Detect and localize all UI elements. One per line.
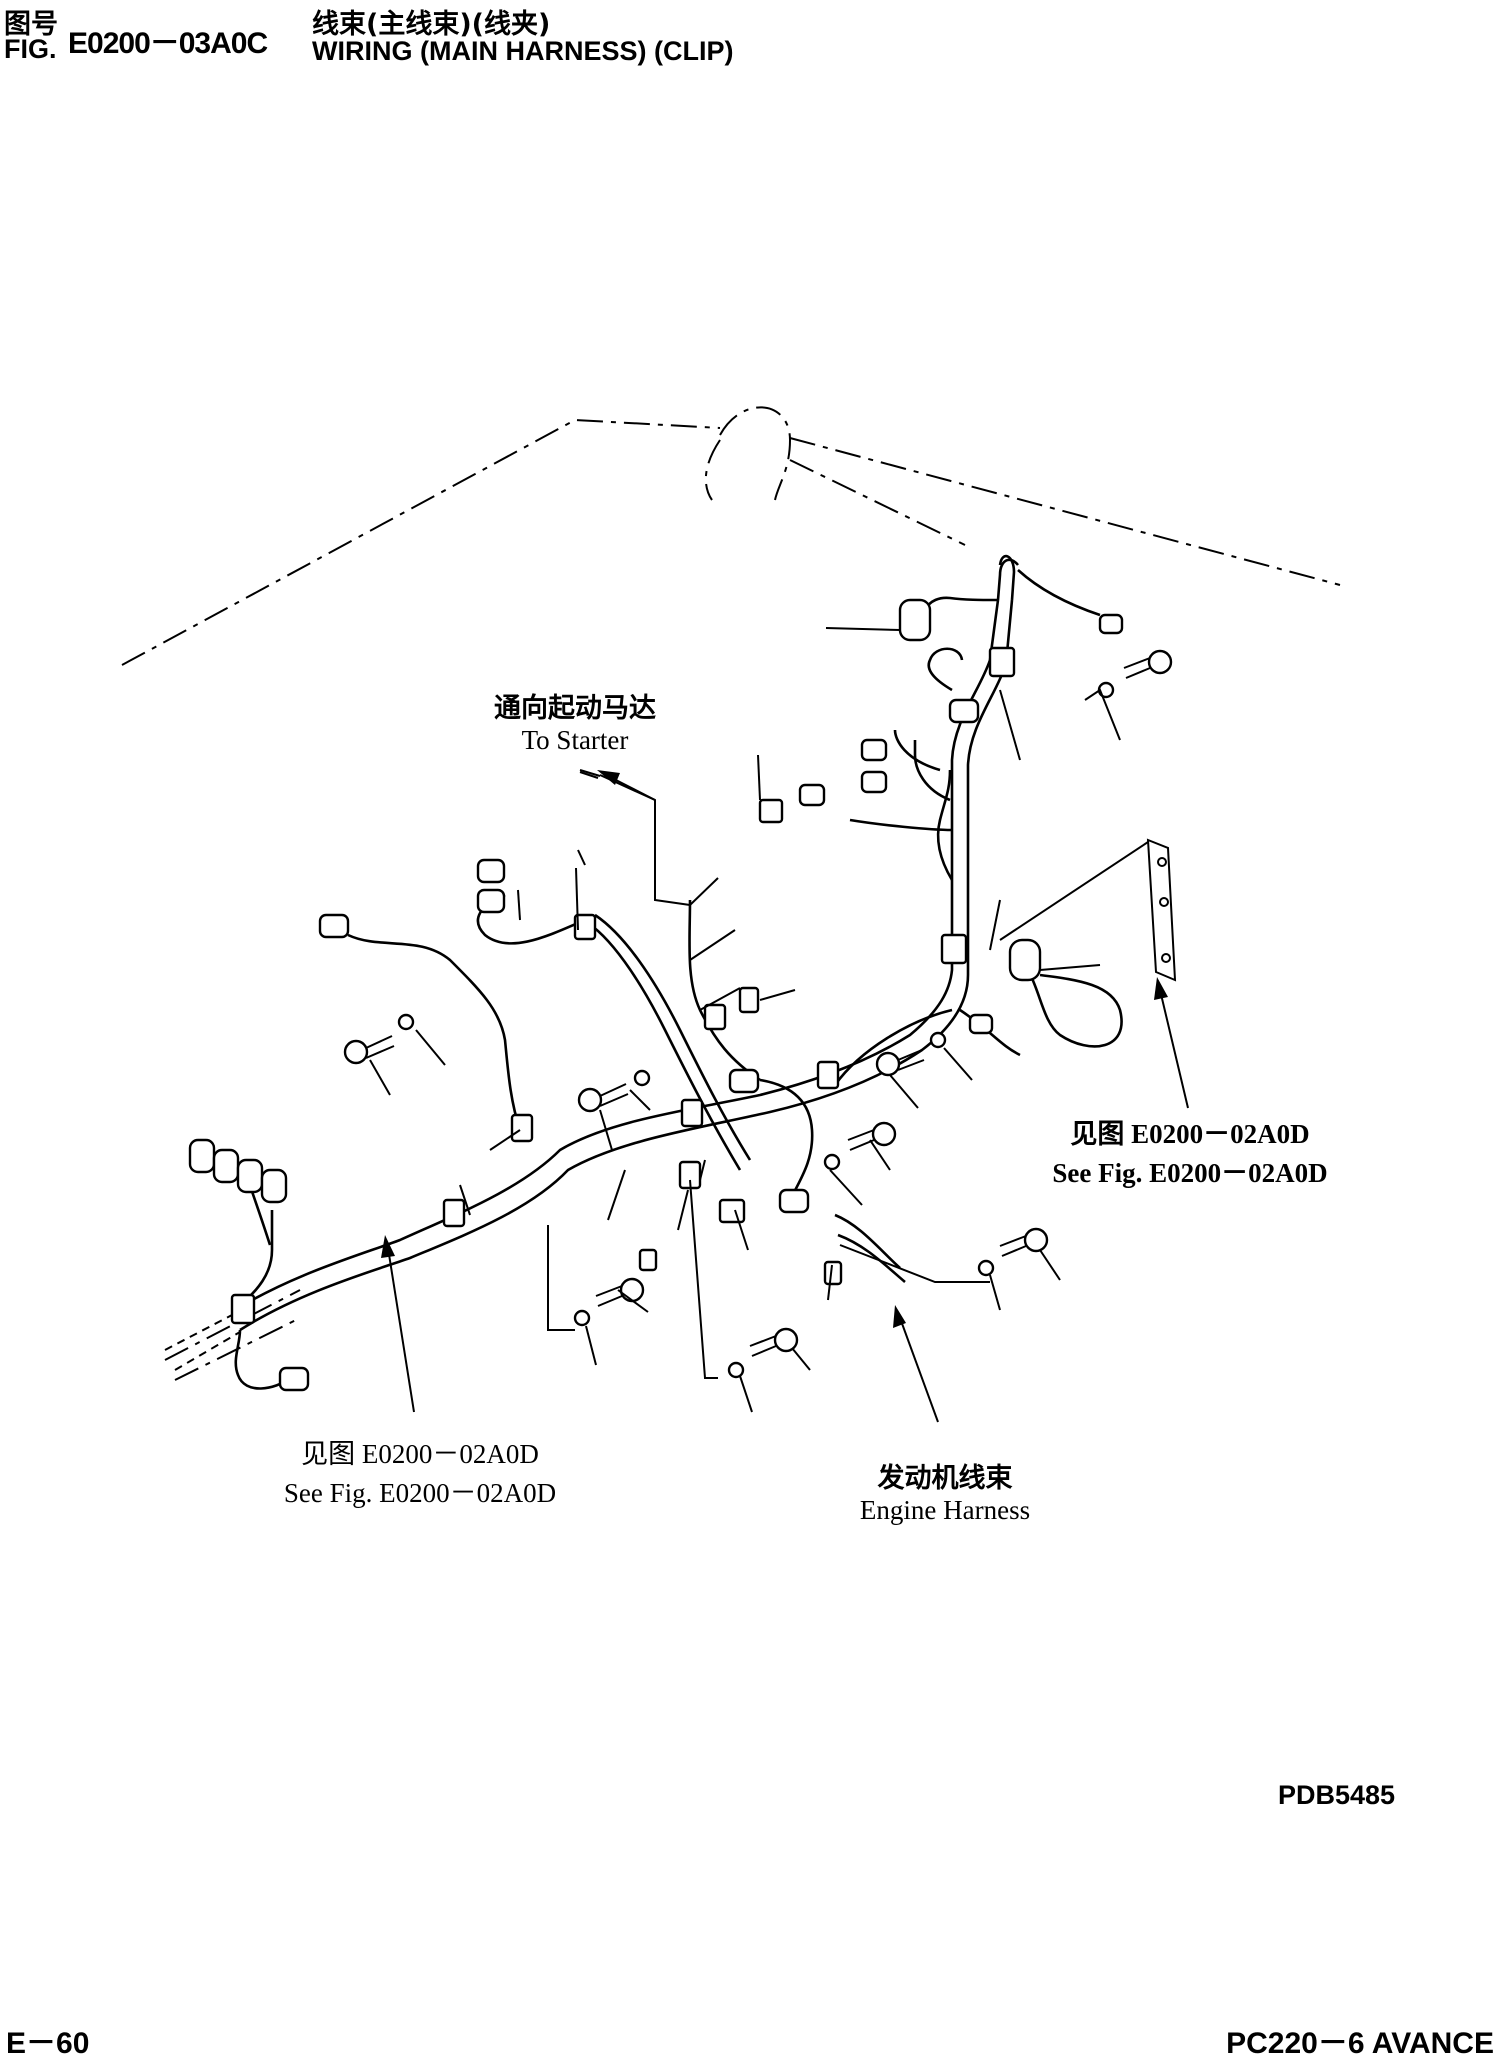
connector (260, 1168, 288, 1204)
machine-model: PC220－6 AVANCE (1226, 2027, 1494, 2060)
clip (738, 986, 760, 1014)
bolt (343, 1013, 415, 1065)
connector (188, 1138, 216, 1174)
clip (680, 1098, 704, 1128)
connector (860, 770, 888, 794)
main-harness (164, 554, 1020, 1390)
connector (318, 913, 350, 939)
bolt (727, 1327, 799, 1379)
connector (778, 1188, 810, 1214)
clip (758, 798, 784, 824)
see-fig-left-callout: 见图 E0200－02A0D See Fig. E0200－02A0D (240, 1432, 600, 1510)
clip (230, 1293, 256, 1325)
bolts (343, 649, 1173, 1379)
clip (940, 933, 968, 965)
bolt (977, 1227, 1049, 1277)
clip (573, 913, 597, 941)
figure-label-english: FIG. (4, 34, 57, 64)
drawing-id: PDB5485 (1278, 1780, 1396, 1810)
to-starter-label-en: To Starter (521, 725, 629, 755)
connector (212, 1148, 240, 1184)
bolt (823, 1121, 897, 1171)
figure-label-chinese: 图号 (4, 9, 58, 40)
see-fig-left-label-cn: 见图 E0200－02A0D (301, 1439, 539, 1469)
clip (510, 1113, 534, 1143)
leader-lines (369, 627, 1121, 1413)
clip (703, 1003, 727, 1031)
connector (898, 598, 932, 642)
connector (968, 1013, 994, 1035)
engine-harness-label-cn: 发动机线束 (877, 1463, 1013, 1493)
connector (948, 698, 980, 724)
see-fig-right-callout: 见图 E0200－02A0D See Fig. E0200－02A0D (1010, 1112, 1370, 1190)
bracket-plate (999, 838, 1177, 982)
to-starter-callout: 通向起动马达 To Starter (440, 686, 710, 756)
bolt (875, 1031, 947, 1077)
clip (718, 1198, 746, 1224)
title-english: WIRING (MAIN HARNESS) (CLIP) (312, 36, 734, 66)
connector (476, 888, 506, 914)
machine-outline (121, 406, 1341, 1381)
clip (638, 1248, 658, 1272)
clip (442, 1198, 466, 1228)
connector (236, 1158, 264, 1194)
callout-arrows (381, 770, 1189, 1423)
connector (1008, 938, 1042, 982)
bolt (577, 1069, 651, 1113)
connectors (188, 598, 1124, 1392)
connector (798, 783, 826, 807)
see-fig-left-label-en: See Fig. E0200－02A0D (283, 1478, 557, 1508)
figure-number: E0200－03A0C (68, 27, 268, 60)
clip (988, 646, 1016, 678)
to-starter-label-cn: 通向起动马达 (494, 693, 656, 723)
bolt (573, 1277, 645, 1327)
connector (476, 858, 506, 884)
see-fig-right-label-cn: 见图 E0200－02A0D (1070, 1119, 1310, 1149)
clip (816, 1060, 840, 1090)
engine-harness-callout: 发动机线束 Engine Harness (815, 1456, 1075, 1526)
bolt (1097, 649, 1173, 699)
engine-harness-label-en: Engine Harness (859, 1495, 1031, 1525)
connector (728, 1068, 760, 1094)
see-fig-right-label-en: See Fig. E0200－02A0D (1052, 1158, 1328, 1188)
title-chinese: 线束(主线束)(线夹) (312, 9, 551, 40)
connector (278, 1366, 310, 1392)
page-number: E－60 (6, 2027, 90, 2060)
clip (823, 1260, 843, 1286)
connector (860, 738, 888, 762)
connector (1098, 613, 1124, 635)
